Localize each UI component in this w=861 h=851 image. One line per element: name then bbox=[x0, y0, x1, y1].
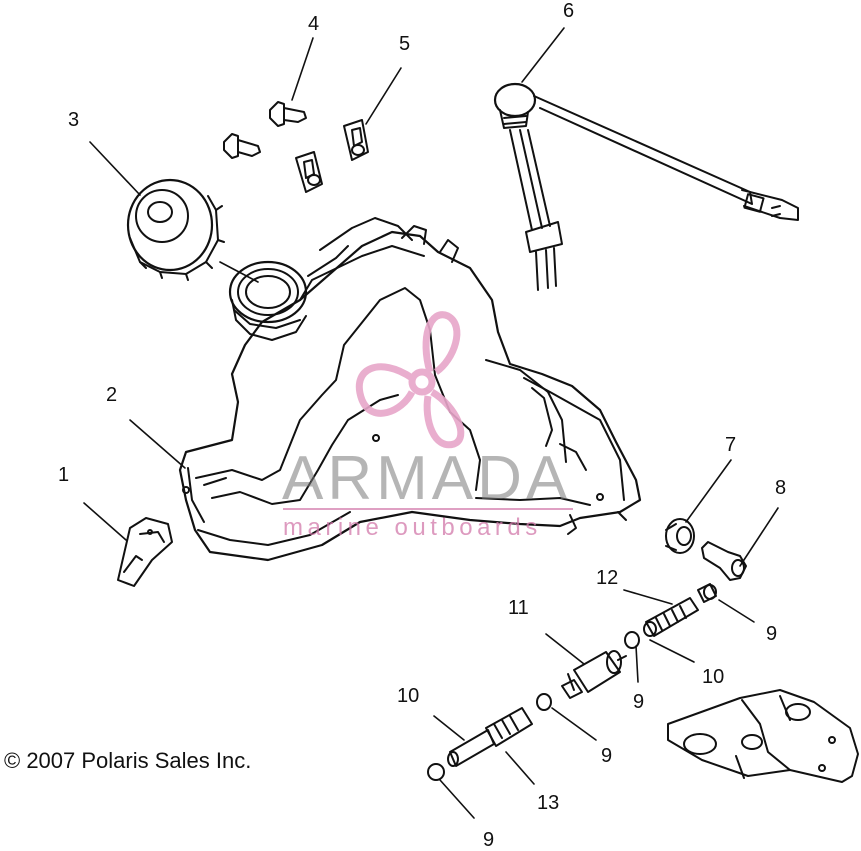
fuel-cap bbox=[126, 178, 259, 283]
watermark-tagline: marine outboards bbox=[283, 514, 542, 541]
hose-13 bbox=[427, 693, 552, 781]
callout-3: 3 bbox=[68, 109, 80, 131]
copyright-notice: © 2007 Polaris Sales Inc. bbox=[4, 748, 252, 773]
hose-12 bbox=[624, 583, 717, 649]
callout-13: 13 bbox=[537, 792, 560, 814]
callout-6: 6 bbox=[563, 0, 575, 22]
callout-8: 8 bbox=[775, 477, 787, 499]
callout-2: 2 bbox=[106, 384, 118, 406]
clip bbox=[117, 517, 173, 587]
callout-9-d: 9 bbox=[483, 829, 495, 851]
watermark-logo-icon bbox=[355, 311, 465, 449]
elbow-fitting bbox=[701, 541, 747, 581]
callout-12: 12 bbox=[596, 567, 619, 589]
callout-1: 1 bbox=[58, 464, 70, 486]
callout-9-c: 9 bbox=[601, 745, 613, 767]
watermark-brand: ARMADA bbox=[282, 444, 572, 513]
grommet bbox=[665, 518, 695, 554]
callout-10-a: 10 bbox=[702, 666, 725, 688]
filler-neck bbox=[228, 260, 308, 341]
callout-5: 5 bbox=[399, 33, 411, 55]
watermark-divider bbox=[283, 508, 573, 510]
callout-11: 11 bbox=[508, 597, 529, 619]
leader-lines bbox=[83, 27, 779, 819]
bolt bbox=[223, 101, 307, 159]
callout-4: 4 bbox=[308, 13, 320, 35]
mounting-bracket bbox=[667, 689, 859, 783]
fuel-sender bbox=[493, 82, 799, 291]
callout-9-a: 9 bbox=[766, 623, 778, 645]
callout-10-b: 10 bbox=[397, 685, 420, 707]
speed-nut bbox=[295, 119, 369, 193]
fuel-tank bbox=[178, 217, 642, 562]
callout-7: 7 bbox=[725, 434, 737, 456]
callout-9-b: 9 bbox=[633, 691, 645, 713]
fuel-filter bbox=[561, 650, 627, 699]
